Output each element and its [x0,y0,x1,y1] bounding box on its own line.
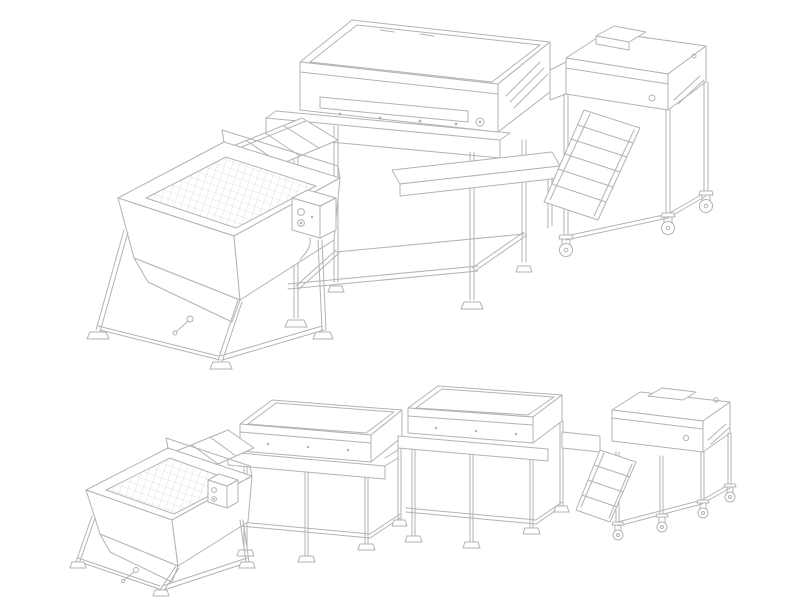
end-elevator-flights [580,452,633,519]
caster [696,499,710,519]
lower-assembly-drawing [69,385,737,597]
discharge-platform [391,151,561,229]
bag-clamp-lower [120,567,139,584]
push-button [297,219,305,227]
right-housing-detail-lines [565,67,705,105]
control-box [291,189,337,261]
main-housing [299,19,551,133]
caster [698,190,714,213]
infeed-hopper [86,129,341,370]
unit-b-frame [384,420,564,543]
conveyor-unit-b [384,385,570,549]
caster [655,513,669,533]
push-button [211,496,217,502]
push-button [211,487,217,493]
upper-assembly-drawing [86,19,714,370]
end-elevator-conveyor [575,449,637,523]
caster-wheels [558,190,714,257]
end-machine-details [611,417,730,445]
end-machine [561,387,737,541]
unit-a-frame [239,436,402,557]
elevator-conveyor [543,109,641,221]
caster-wheels-lower [611,483,737,541]
unit-b-details [407,388,555,426]
housing-detail-lines [299,24,549,123]
caster [558,234,574,257]
hopper-mesh-tray [144,156,318,229]
control-box-lower [207,473,239,509]
elevator-flights [549,113,635,217]
caster [611,521,625,541]
infeed-hopper-lower [69,437,256,597]
push-button [297,208,305,216]
hopper-stand-lower [75,515,250,593]
unit-a-details [239,402,395,444]
cable [299,237,311,261]
hopper-stand [95,229,327,363]
caster [660,212,676,235]
right-machine-housing [549,25,707,111]
bag-clamp [172,315,194,336]
caster [723,483,737,503]
conveyor-unit-a [227,399,408,563]
